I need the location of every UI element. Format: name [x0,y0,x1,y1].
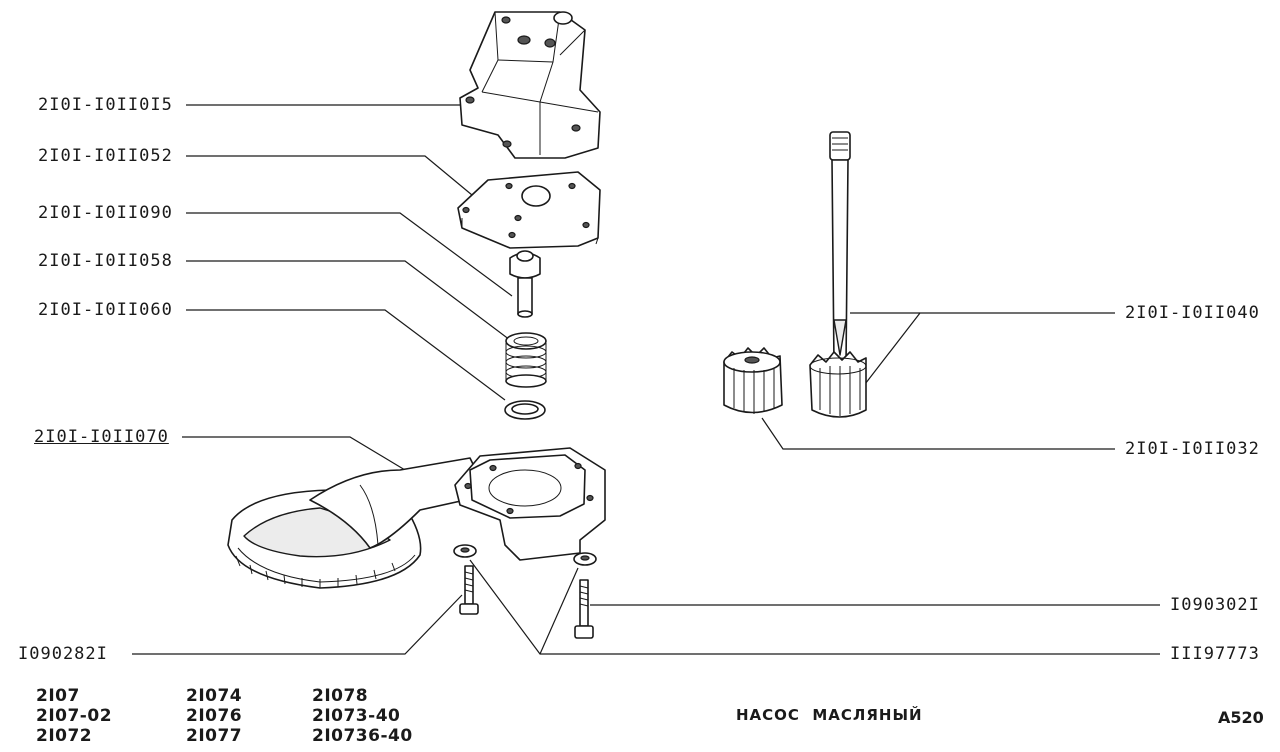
model-item: 2I073-40 [312,706,401,726]
model-item: 2I07 [36,686,80,706]
bolt-washers [453,544,597,566]
label-long-bolt: I090302I [1170,595,1260,615]
sealing-ring [504,400,546,420]
model-item: 2I076 [186,706,243,726]
relief-valve [509,250,541,318]
pump-housing [459,11,601,159]
model-item: 2I072 [36,726,93,746]
cover-plate [457,171,601,249]
label-driven-gear: 2I0I-I0II032 [1125,439,1260,459]
model-item: 2I077 [186,726,243,746]
page-code: A520 [1218,708,1264,727]
model-item: 2I0736-40 [312,726,413,746]
label-valve: 2I0I-I0II090 [38,203,173,223]
drive-shaft-drawing [809,131,867,418]
leader-spring [186,309,506,401]
long-bolt-drawing [574,579,594,639]
leader-short-bolt [132,594,463,655]
leader-drive-shaft-a [861,312,1115,389]
oil-intake-pipe [227,447,606,589]
leader-driven-gear [761,417,1115,450]
label-short-bolt: I090282I [18,644,108,664]
leader-cover [186,155,473,196]
label-housing: 2I0I-I0II0I5 [38,95,173,115]
label-cover: 2I0I-I0II052 [38,146,173,166]
valve-spring [505,332,547,388]
driven-gear-drawing [723,347,783,414]
leader-washer [469,559,1160,655]
diagram-title: НАСОС МАСЛЯНЫЙ [736,706,923,724]
leader-intake [182,436,406,471]
label-intake: 2I0I-I0II070 [34,427,169,447]
label-drive-shaft: 2I0I-I0II040 [1125,303,1260,323]
model-item: 2I078 [312,686,369,706]
label-spring-cap: 2I0I-I0II058 [38,251,173,271]
model-item: 2I07-02 [36,706,113,726]
short-bolt-drawing [459,565,479,615]
leader-lines [132,104,1160,655]
leader-valve [186,212,513,297]
label-spring: 2I0I-I0II060 [38,300,173,320]
leader-washer-b [539,567,579,655]
leader-spring-cap [186,260,511,341]
label-washer: III97773 [1170,644,1260,664]
model-item: 2I074 [186,686,243,706]
